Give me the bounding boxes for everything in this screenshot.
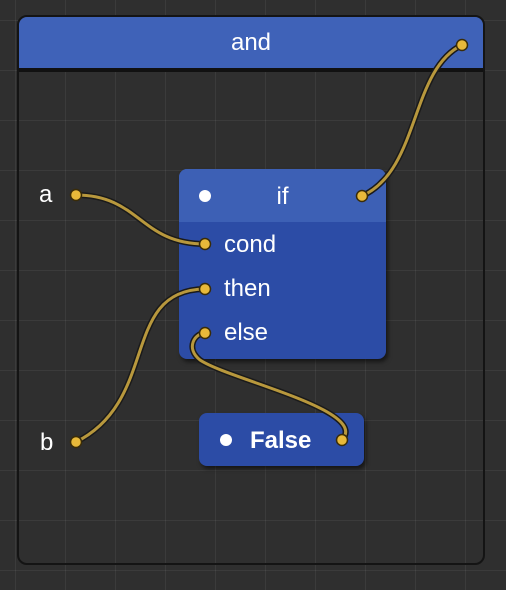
port-label-cond: cond bbox=[224, 231, 277, 258]
port-label-else: else bbox=[224, 319, 269, 346]
frame-title: and bbox=[230, 29, 272, 56]
if-node[interactable]: if cond then else bbox=[179, 169, 386, 359]
input-label-b: b bbox=[40, 429, 54, 456]
false-node[interactable]: False bbox=[199, 413, 364, 466]
port-label-then: then bbox=[224, 275, 271, 302]
if-node-header[interactable]: if bbox=[179, 169, 386, 222]
false-node-title: False bbox=[250, 427, 312, 454]
frame-header[interactable]: and bbox=[19, 17, 483, 72]
false-node-bullet-icon bbox=[220, 434, 232, 446]
input-label-a: a bbox=[39, 181, 53, 208]
if-node-title: if bbox=[276, 183, 289, 210]
